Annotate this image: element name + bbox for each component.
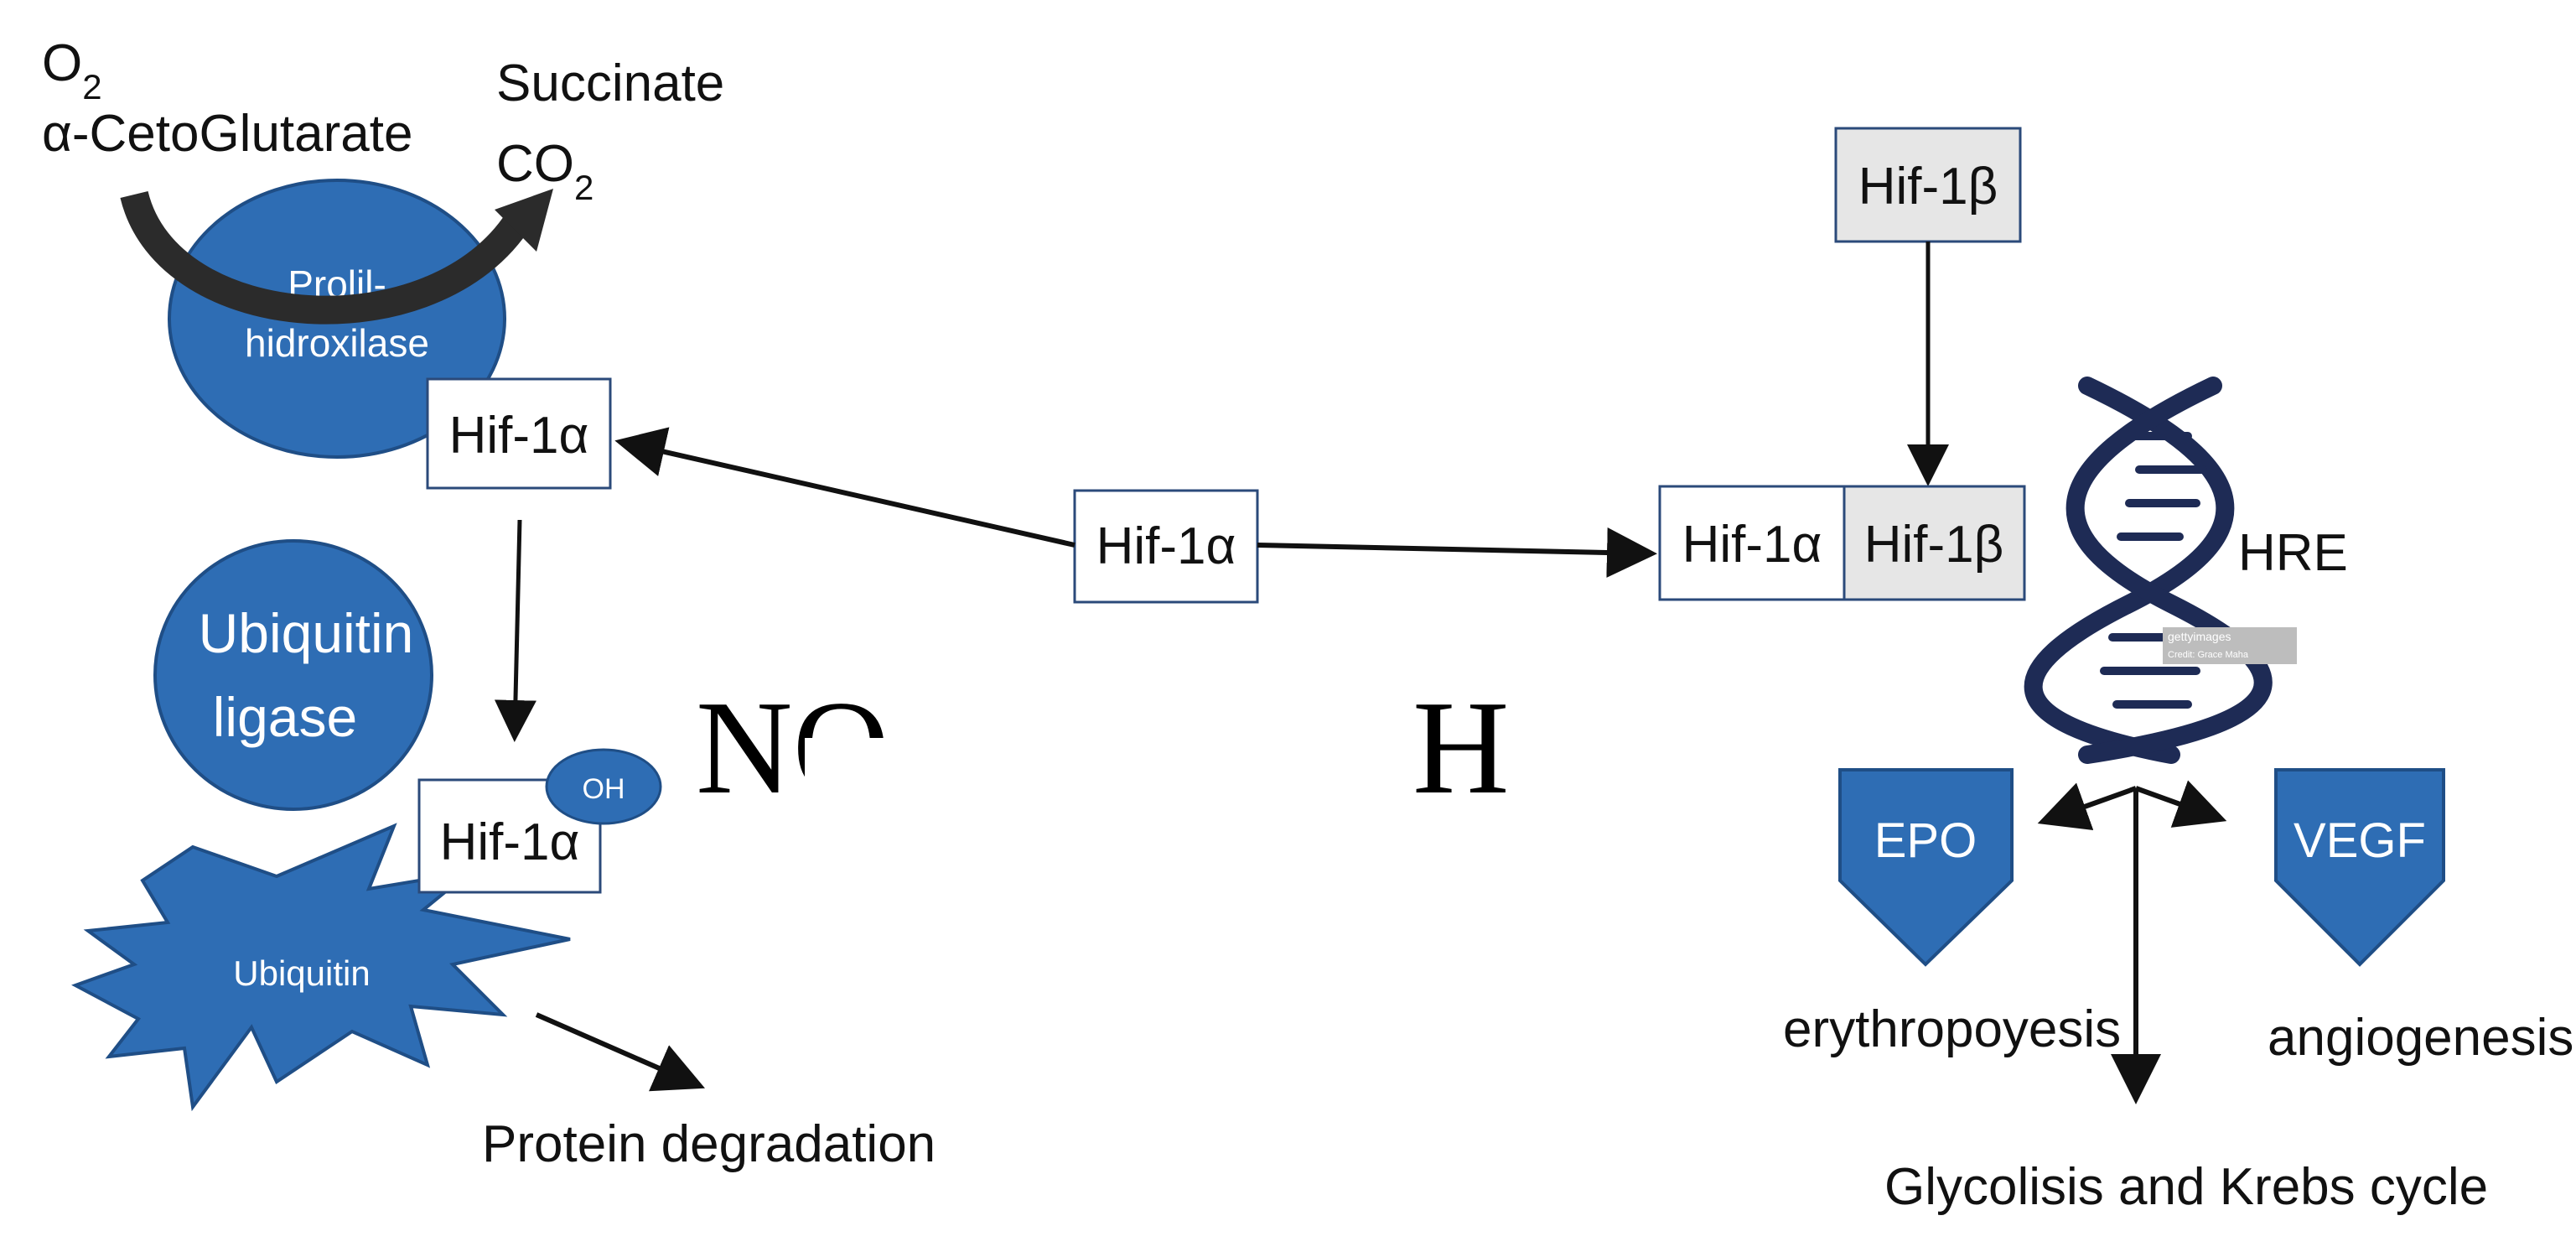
watermark-line2: Credit: Grace Maha — [2168, 650, 2249, 660]
succinate-label: Succinate — [496, 55, 724, 112]
ubiquitin-ligase-label-line1: Ubiquitin — [199, 602, 414, 664]
erythropoyesis-label: erythropoyesis — [1783, 1000, 2121, 1058]
glycolysis-krebs-label: Glycolisis and Krebs cycle — [1884, 1158, 2488, 1216]
hif1a-bound-label: Hif-1α — [449, 407, 589, 465]
dna-helix-icon — [2024, 377, 2273, 764]
oh-label: OH — [583, 773, 625, 805]
protein-degradation-label: Protein degradation — [482, 1115, 936, 1173]
hif1b-complex-label: Hif-1β — [1864, 516, 2004, 574]
arrow-to-epo — [2037, 782, 2138, 831]
oh-group — [545, 748, 662, 825]
hif1a-complex-label: Hif-1α — [1682, 516, 1822, 574]
reaction-curve-arrow — [120, 190, 532, 325]
overlay-mask — [805, 738, 1408, 839]
prolyl-hydroxylase-label-line2: hidroxilase — [245, 321, 429, 365]
ubiquitin-label: Ubiquitin — [233, 953, 370, 993]
hif1a-box-complex — [1658, 485, 1846, 601]
hif1a-center-label: Hif-1α — [1096, 517, 1236, 575]
overlay-text-h: H — [1412, 673, 1510, 822]
epo-marker — [1838, 768, 2014, 967]
watermark-line1: gettyimages — [2168, 630, 2231, 643]
hif1b-box-complex — [1843, 485, 2026, 601]
vegf-label: VEGF — [2294, 813, 2426, 868]
hre-label: HRE — [2238, 524, 2348, 582]
arrow-to-hydroxylation — [614, 427, 1075, 548]
co2-label: CO2 — [496, 135, 593, 207]
hif1b-top-label: Hif-1β — [1858, 158, 1998, 216]
epo-label: EPO — [1874, 813, 1977, 868]
vegf-marker — [2274, 768, 2445, 967]
watermark-badge — [2163, 627, 2297, 664]
hif1a-hydroxylated-label: Hif-1α — [440, 813, 580, 871]
hif1b-box-top — [1834, 127, 2022, 243]
hif1a-box-center — [1073, 489, 1259, 604]
reaction-arrowhead — [495, 189, 553, 252]
alpha-ketoglutarate-label: α-CetoGlutarate — [42, 105, 412, 163]
hif1a-box-bound — [426, 377, 612, 490]
ubiquitin-ligase-enzyme — [153, 539, 433, 811]
arrow-to-dimer — [1257, 527, 1657, 578]
ubiquitin-ligase-label-line2: ligase — [213, 686, 357, 748]
o2-label: O2 — [42, 34, 102, 106]
arrow-to-degradation — [535, 1012, 705, 1092]
arrow-to-vegf — [2134, 780, 2227, 828]
angiogenesis-label: angiogenesis — [2268, 1009, 2573, 1067]
arrow-to-hydroxylated — [494, 519, 536, 742]
